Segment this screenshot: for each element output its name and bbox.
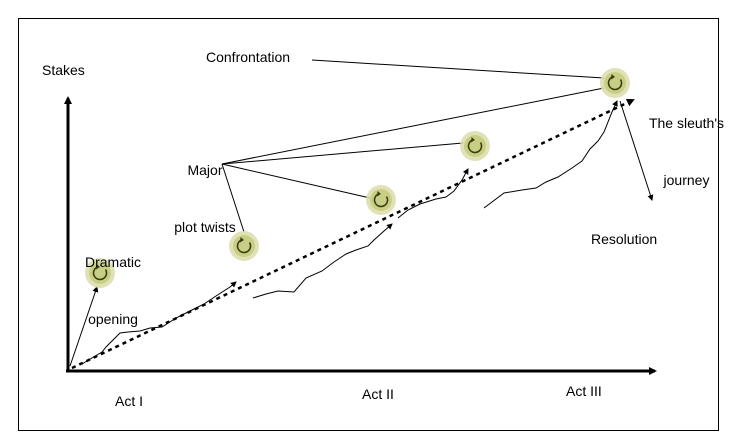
act2-label: Act II [362, 386, 394, 402]
twist-pointer-act3 [221, 142, 464, 165]
resolution-arrow [619, 100, 654, 201]
major-plot-twists-label: Major plot twists [155, 123, 255, 275]
act1-story-arc [81, 281, 237, 365]
dramatic-opening-line2: opening [88, 311, 138, 327]
act3-story-arc [483, 100, 618, 209]
circular-arrow-icon [366, 185, 396, 215]
diagram-frame [18, 18, 719, 431]
sleuth-journey-label-line1: The sleuth's [648, 115, 725, 131]
sleuth-journey-label: The sleuth's journey [642, 76, 731, 228]
dramatic-opening-line1: Dramatic [84, 254, 141, 270]
confrontation-label: Confrontation [206, 49, 291, 65]
circular-arrow-icon [600, 68, 630, 98]
y-axis-label: Stakes [42, 62, 85, 78]
sleuth-journey-label-line2: journey [663, 172, 710, 188]
major-plot-twists-line2: plot twists [174, 219, 236, 235]
act2-story-arc-b [397, 168, 469, 219]
twist-pointer-confrontation [221, 87, 605, 165]
resolution-label: Resolution [591, 231, 658, 247]
act3-label: Act III [566, 383, 602, 399]
act2-story-arc-a [252, 223, 393, 299]
act1-label: Act I [115, 393, 144, 409]
twist-pointer-act2 [221, 163, 371, 199]
circular-arrow-icon [85, 258, 115, 288]
circular-arrow-icon [229, 231, 259, 261]
twist-pointer-act1 [221, 163, 245, 233]
confrontation-pointer [311, 59, 605, 79]
dramatic-opening-label: Dramatic opening [72, 215, 154, 367]
dramatic-opening-arrow [69, 286, 99, 367]
major-plot-twists-line1: Major [187, 162, 223, 178]
circular-arrow-icon [460, 131, 490, 161]
